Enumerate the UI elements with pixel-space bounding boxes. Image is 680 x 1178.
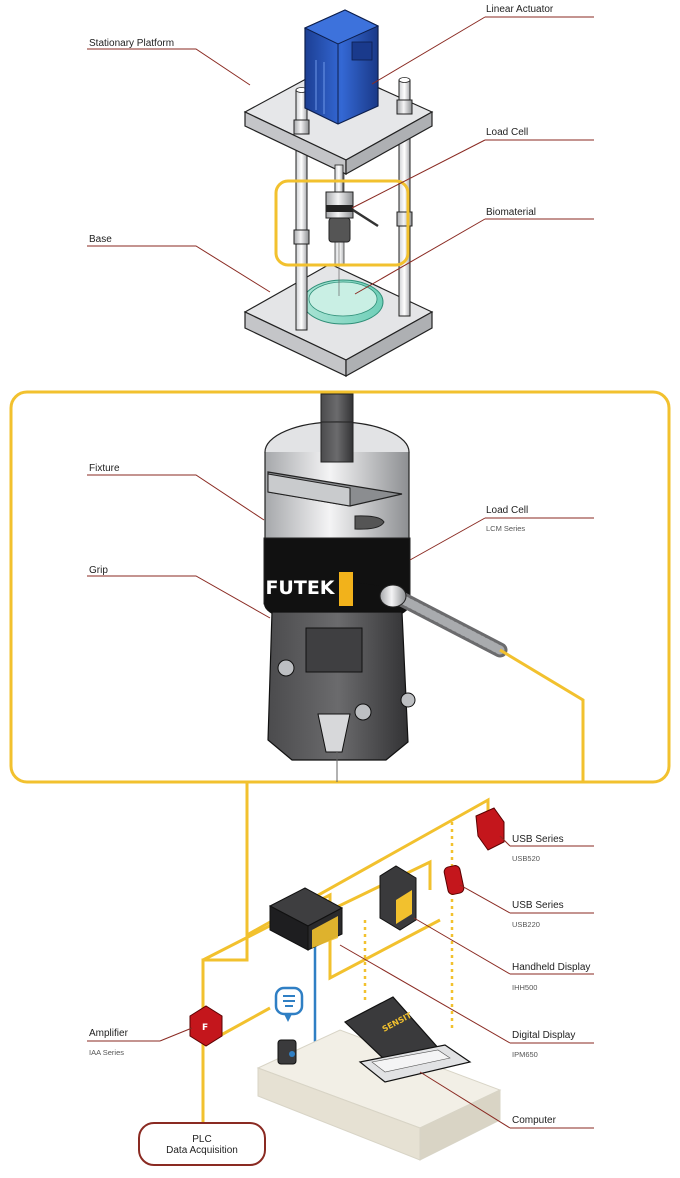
futek-logo: FUTEK <box>265 577 335 599</box>
label-base: Base <box>89 234 112 245</box>
label-digital-sub: IPM650 <box>512 1050 538 1059</box>
label-usb220-title: USB Series <box>512 900 564 911</box>
detail-panel <box>9 390 671 784</box>
svg-text:F: F <box>202 1023 208 1033</box>
label-load-cell-mid: Load Cell <box>486 505 529 516</box>
label-handheld-sub: IHH500 <box>512 983 538 992</box>
label-load-cell-mid-sub: LCM Series <box>486 524 526 533</box>
callout-lines <box>87 16 594 1129</box>
label-stationary-platform: Stationary Platform <box>89 38 175 49</box>
usb520-device <box>475 807 505 851</box>
digital-display <box>268 887 344 951</box>
plc-data-acquisition-box: PLC Data Acquisition <box>138 1122 266 1166</box>
amplifier-device: F <box>189 1005 223 1047</box>
plc-line2: Data Acquisition <box>166 1145 238 1156</box>
label-amplifier-sub: IAA Series <box>89 1048 125 1057</box>
label-biomaterial: Biomaterial <box>486 207 537 218</box>
grip <box>267 611 409 761</box>
test-stand <box>243 9 434 378</box>
label-usb220-sub: USB220 <box>512 920 540 929</box>
sensor-device <box>274 986 304 1065</box>
label-fixture: Fixture <box>89 463 120 474</box>
laptop: SENSIT <box>343 996 472 1083</box>
plc-line1: PLC <box>192 1134 212 1145</box>
label-grip: Grip <box>89 565 108 576</box>
label-amplifier-title: Amplifier <box>89 1028 128 1039</box>
label-computer: Computer <box>512 1115 556 1126</box>
label-usb520-sub: USB520 <box>512 854 540 863</box>
zoom-highlight <box>274 179 410 267</box>
label-handheld-title: Handheld Display <box>512 962 591 973</box>
load-cell-detail: FUTEK <box>263 393 508 782</box>
label-usb520-title: USB Series <box>512 834 564 845</box>
label-digital-title: Digital Display <box>512 1030 576 1041</box>
label-linear-actuator: Linear Actuator <box>486 4 554 15</box>
label-load-cell-top: Load Cell <box>486 127 529 138</box>
handheld-display <box>379 865 417 931</box>
usb220-device <box>443 865 465 895</box>
